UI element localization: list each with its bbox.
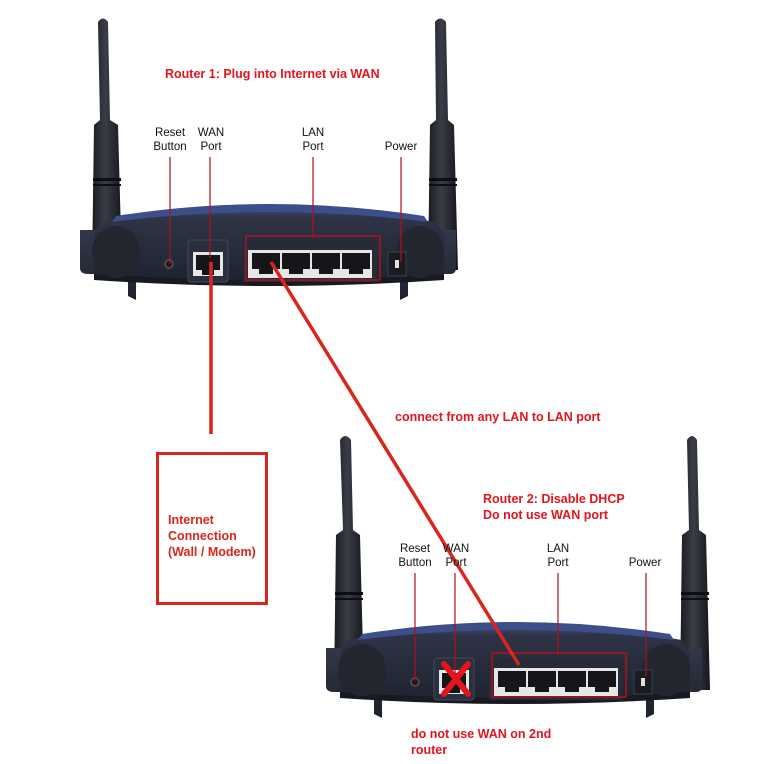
- router-2: [325, 436, 710, 719]
- router-2-title: Router 2: Disable DHCP Do not use WAN po…: [483, 492, 625, 522]
- router-1-left-antenna: [92, 18, 122, 270]
- connection-note: connect from any LAN to LAN port: [395, 410, 601, 424]
- router-2-left-antenna: [334, 436, 364, 690]
- router-2-lan-highlight: [491, 652, 627, 698]
- router-1-body: [79, 203, 457, 301]
- router-1-power-label: Power: [384, 141, 418, 153]
- lan-to-lan-cable: [269, 261, 521, 666]
- internet-connection-label: Internet Connection (Wall / Modem): [168, 513, 256, 559]
- internet-connection-box: [156, 452, 268, 605]
- wan-disabled-x-icon: [441, 661, 471, 697]
- router-1-title: Router 1: Plug into Internet via WAN: [165, 67, 380, 81]
- wan-note: do not use WAN on 2nd router: [411, 727, 552, 757]
- router-1-right-antenna: [428, 18, 458, 270]
- router-2-power-label: Power: [628, 557, 662, 569]
- router-1: [79, 18, 458, 301]
- router-2-right-antenna: [680, 436, 710, 690]
